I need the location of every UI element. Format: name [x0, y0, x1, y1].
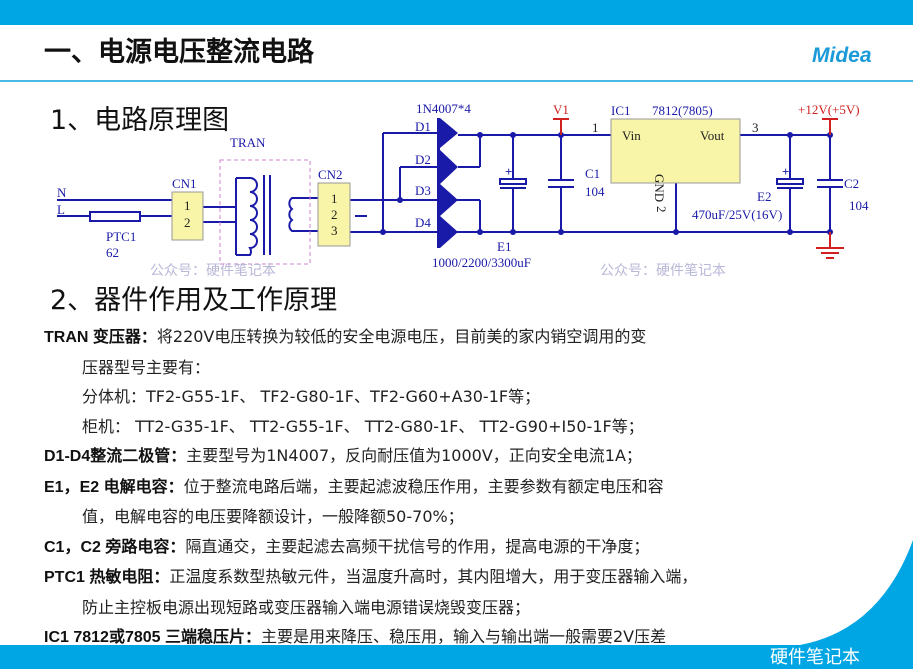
label-l: L — [57, 202, 65, 217]
label-d4: D4 — [415, 215, 431, 230]
label-diode-part: 1N4007*4 — [416, 101, 471, 116]
cn2-pin: 2 — [331, 207, 338, 222]
term: IC1 7812或7805 三端稳压片： — [44, 629, 261, 646]
label-cn1: CN1 — [172, 176, 197, 191]
label-d1: D1 — [415, 119, 431, 134]
component-description: TRAN 变压器：将220V电压转换为较低的安全电源电压，目前美的家内销空调用的… — [44, 322, 904, 653]
watermark-corner: 硬件笔记本 — [770, 647, 860, 668]
c1-value: 104 — [585, 184, 605, 199]
circuit-schematic: N L CN1 1 2 PTC1 62 TRAN CN2 1 2 3 1N400… — [57, 101, 869, 279]
label-cn2: CN2 — [318, 167, 343, 182]
plus-sign: + — [782, 164, 789, 179]
cn2-pin: 1 — [331, 191, 338, 206]
pin-2: 2 — [654, 206, 669, 213]
label-v1: V1 — [553, 102, 569, 117]
term: D1-D4整流二极管： — [44, 448, 187, 465]
desc-line: 防止主控板电源出现短路或变压器输入端电源错误烧毁变压器； — [82, 597, 531, 617]
term: TRAN 变压器： — [44, 329, 157, 346]
label-c2: C2 — [844, 176, 859, 191]
section-heading-schematic: 1、电路原理图 — [50, 105, 230, 136]
e1-value: 1000/2200/3300uF — [432, 255, 531, 270]
pin-3: 3 — [752, 120, 759, 135]
pin-1: 1 — [592, 120, 599, 135]
desc-line: 隔直通交，主要起滤去高频干扰信号的作用，提高电源的干净度； — [185, 536, 650, 556]
desc-line: 压器型号主要有： — [82, 357, 211, 377]
term: PTC1 热敏电阻： — [44, 569, 170, 586]
page-title: 一、电源电压整流电路 — [44, 37, 314, 68]
label-ic1: IC1 — [611, 103, 631, 118]
desc-line: 正温度系数型热敏元件，当温度升高时，其内阻增大，用于变压器输入端， — [169, 567, 698, 586]
desc-line: 主要是用来降压、稳压用，输入与输出端一般需要2V压差 — [260, 627, 667, 646]
label-tran: TRAN — [230, 135, 266, 150]
watermark-text: 公众号：硬件笔记本 — [600, 263, 726, 279]
label-d3: D3 — [415, 183, 431, 198]
label-e2: E2 — [757, 189, 771, 204]
cn2-pin: 3 — [331, 223, 338, 238]
label-ptc1: PTC1 — [106, 229, 136, 244]
label-gnd: GND — [652, 174, 667, 202]
e2-value: 470uF/25V(16V) — [692, 207, 782, 222]
term: C1，C2 旁路电容： — [44, 538, 186, 556]
desc-line: 主要型号为1N4007，反向耐压值为1000V，正向安全电流1A； — [186, 446, 642, 465]
cn1-pin: 1 — [184, 198, 191, 213]
label-output-voltage: +12V(+5V) — [798, 102, 860, 117]
title-divider — [0, 80, 913, 82]
label-vin: Vin — [622, 128, 641, 143]
desc-line: 值，电解电容的电压要降额设计，一般降额50-70%； — [82, 507, 464, 526]
label-d2: D2 — [415, 152, 431, 167]
label-e1: E1 — [497, 239, 511, 254]
midea-logo: Midea — [812, 44, 872, 67]
desc-line: 将220V电压转换为较低的安全电源电压，目前美的家内销空调用的变 — [156, 327, 647, 346]
watermark-text: 公众号：硬件笔记本 — [150, 263, 276, 279]
label-c1: C1 — [585, 166, 600, 181]
label-vout: Vout — [700, 128, 725, 143]
ic-part: 7812(7805) — [652, 103, 713, 118]
c2-value: 104 — [849, 198, 869, 213]
plus-sign: + — [505, 164, 512, 179]
ptc1-value: 62 — [106, 245, 119, 260]
desc-line: 柜机： TT2-G35-1F、 TT2-G55-1F、 TT2-G80-1F、 … — [82, 416, 644, 436]
label-n: N — [57, 185, 67, 200]
term: E1，E2 电解电容： — [44, 478, 184, 496]
section-heading-components: 2、器件作用及工作原理 — [50, 285, 338, 316]
desc-line: 位于整流电路后端，主要起滤波稳压作用，主要参数有额定电压和容 — [183, 476, 664, 496]
cn1-pin: 2 — [184, 215, 191, 230]
top-banner — [0, 0, 913, 25]
desc-line: 分体机：TF2-G55-1F、 TF2-G80-1F、TF2-G60+A30-1… — [82, 387, 541, 406]
